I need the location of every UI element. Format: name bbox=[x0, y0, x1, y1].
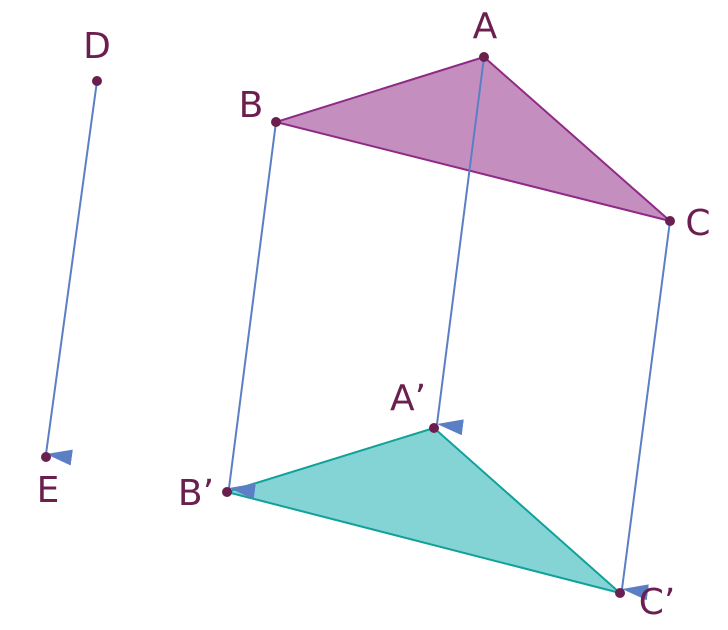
vector-b-to-b-prime bbox=[228, 121, 277, 500]
vector-de bbox=[45, 80, 98, 466]
point-c bbox=[665, 216, 675, 226]
point-a-prime bbox=[429, 423, 439, 433]
point-d bbox=[92, 76, 102, 86]
point-b bbox=[271, 117, 281, 127]
point-b-prime bbox=[222, 487, 232, 497]
label-b-prime: B’ bbox=[178, 473, 214, 514]
label-e: E bbox=[37, 470, 60, 511]
triangle-a-prime-b-prime-c-prime bbox=[223, 426, 621, 594]
label-a: A bbox=[473, 6, 498, 47]
point-a bbox=[479, 52, 489, 62]
label-a-prime: A’ bbox=[390, 378, 426, 419]
label-c-prime: C’ bbox=[639, 582, 676, 623]
point-e bbox=[41, 452, 51, 462]
vector-c-to-c-prime bbox=[621, 220, 671, 601]
vector-a-to-a-prime bbox=[436, 56, 485, 436]
point-c-prime bbox=[615, 588, 625, 598]
label-d: D bbox=[83, 26, 111, 67]
label-c: C bbox=[685, 203, 710, 244]
label-b: B bbox=[239, 85, 264, 126]
